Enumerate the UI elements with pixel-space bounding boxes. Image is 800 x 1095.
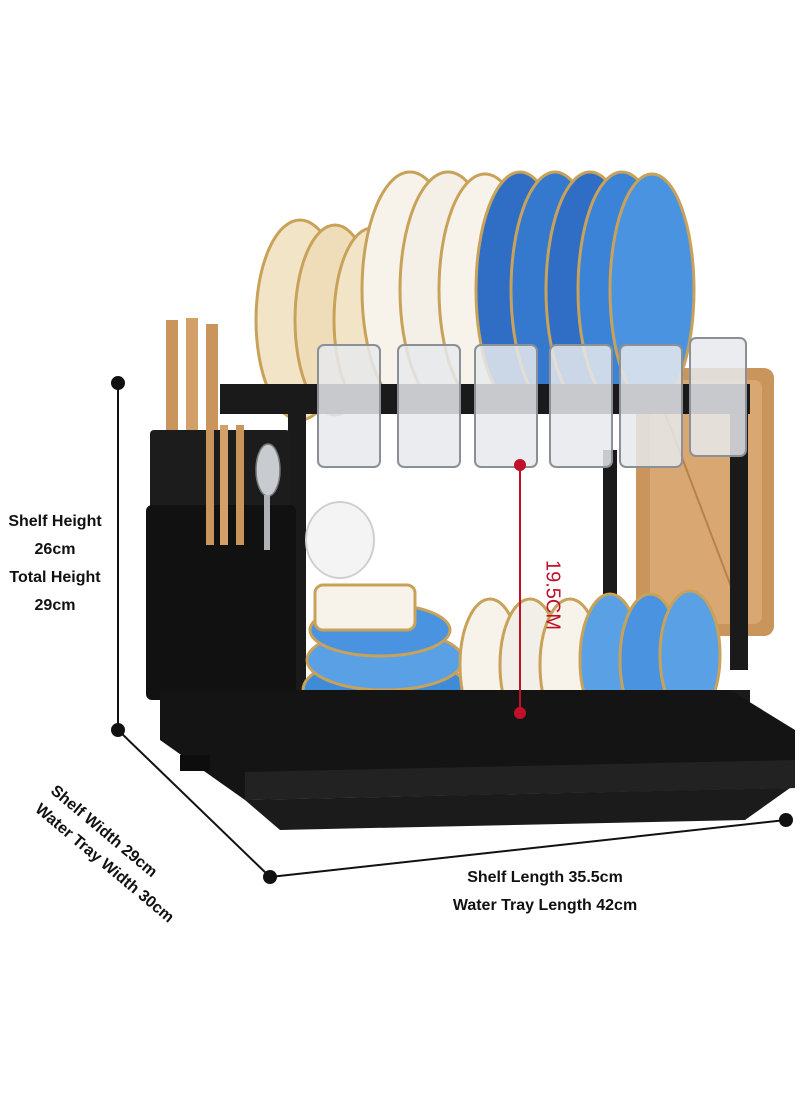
utensil-holder — [146, 318, 296, 700]
shelf-height-value: 26cm — [34, 541, 76, 558]
length-label: Shelf Length 35.5cm Water Tray Length 42… — [440, 864, 650, 920]
shelf-height-title: Shelf Height — [8, 513, 102, 530]
inner-gap-line — [514, 459, 526, 719]
total-height-value: 29cm — [34, 597, 76, 614]
glasses — [317, 337, 747, 468]
water-tray-length-text: Water Tray Length 42cm — [452, 897, 638, 914]
height-label: Shelf Height 26cm Total Height 29cm — [2, 508, 108, 620]
water-tray — [160, 690, 795, 830]
shelf-length-text: Shelf Length 35.5cm — [467, 869, 623, 886]
total-height-title: Total Height — [9, 569, 101, 586]
measure-lines — [111, 376, 793, 884]
inner-gap-label: 19.5CM — [541, 559, 564, 631]
